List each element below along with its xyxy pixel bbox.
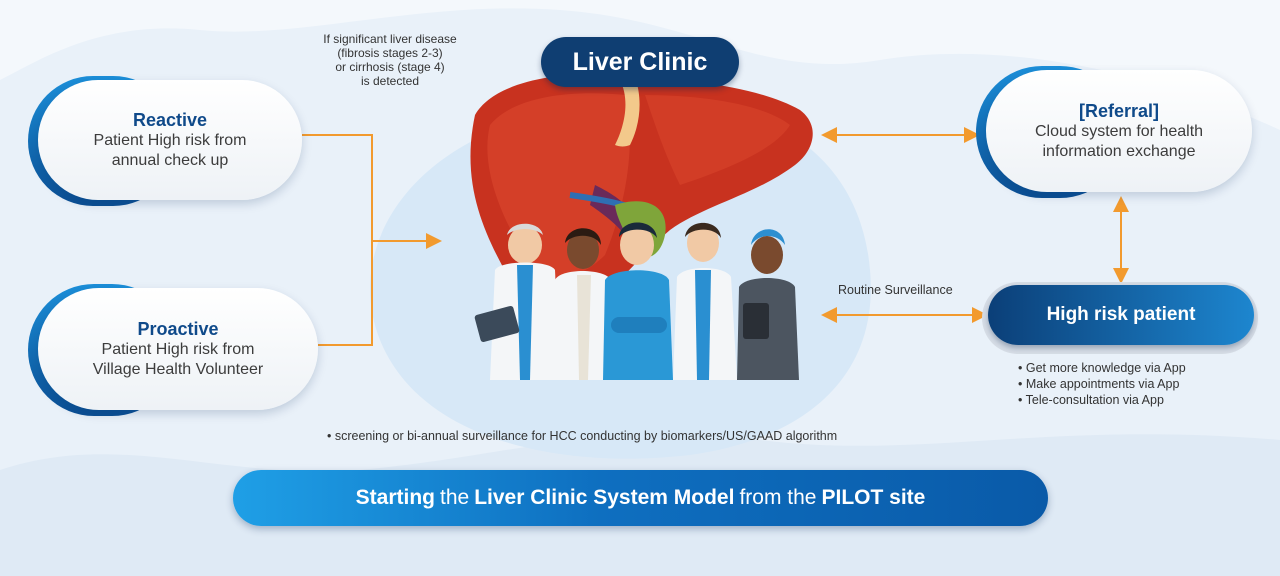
referral-title: [Referral] [1078,101,1160,121]
bullet-item: Make appointments via App [1018,376,1268,392]
proactive-subtitle: Patient High risk from Village Health Vo… [92,341,264,378]
banner-word: from the [739,486,817,509]
reactive-title: Reactive [132,110,208,130]
detection-note: If significant liver disease (fibrosis s… [323,32,457,88]
medical-team [474,222,799,380]
reactive-subtitle: Patient High risk from annual check up [93,132,247,169]
high-risk-patient-pill: High risk patient [988,285,1254,345]
reactive-card: Reactive Patient High risk from annual c… [38,80,302,200]
liver-clinic-title: Liver Clinic [541,37,739,87]
banner-word: the [440,486,470,509]
liver-illustration [470,73,813,380]
proactive-card: Proactive Patient High risk from Village… [38,288,318,410]
pilot-banner: Starting the Liver Clinic System Model f… [233,470,1048,526]
referral-subtitle: Cloud system for health information exch… [1034,123,1204,160]
proactive-title: Proactive [137,319,219,339]
banner-word: Liver Clinic System Model [474,486,735,509]
bullet-item: Get more knowledge via App [1018,360,1268,376]
referral-card: [Referral] Cloud system for health infor… [986,70,1252,192]
bullet-item: Tele-consultation via App [1018,392,1268,408]
banner-word: PILOT site [821,486,926,509]
banner-word: Starting [355,486,435,509]
high-risk-bullets: Get more knowledge via App Make appointm… [1018,360,1268,408]
routine-surveillance-label: Routine Surveillance [838,283,953,297]
screening-note: • screening or bi-annual surveillance fo… [327,429,838,443]
